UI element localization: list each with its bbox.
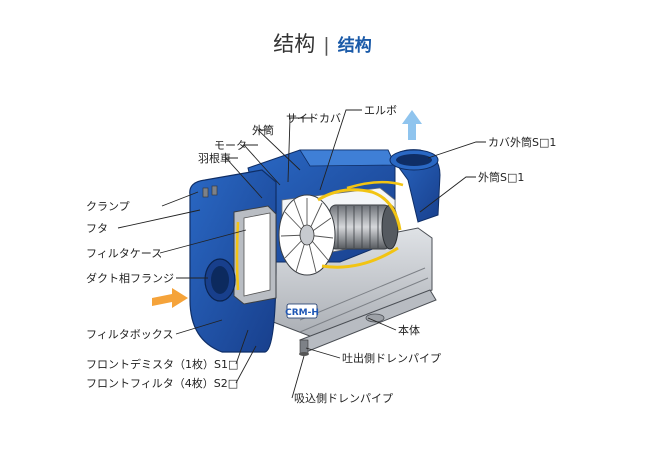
- page-title: 结构 | 结构: [0, 28, 645, 58]
- title-separator: |: [323, 34, 330, 56]
- label-outer-tube: 外筒: [252, 123, 274, 137]
- title-sub: 结构: [337, 36, 372, 56]
- label-motor: モータ: [214, 139, 247, 152]
- exhaust-arrow-icon: [402, 110, 422, 140]
- label-impeller: 羽根車: [198, 151, 231, 165]
- brand-text: CRM-H: [285, 308, 319, 318]
- label-outer-tube-s1: 外筒S□1: [478, 170, 524, 184]
- intake-arrow-icon: [152, 288, 188, 308]
- label-suction-drain: 吸込側ドレンパイプ: [294, 392, 393, 405]
- label-body: 本体: [398, 323, 420, 337]
- label-cover-outer-tube: カバ外筒S□1: [488, 135, 556, 149]
- label-side-cover: サイドカバ: [286, 112, 341, 125]
- label-clamp: クランプ: [86, 200, 130, 213]
- label-duct-flange: ダクト相フランジ: [86, 271, 174, 285]
- motor-shape: [329, 204, 399, 250]
- brand-badge: CRM-H: [285, 303, 319, 319]
- label-filter-box: フィルタボックス: [86, 328, 173, 341]
- elbow-shape: [389, 149, 441, 223]
- label-front-demister: フロントデミスタ（1枚）S1□: [86, 357, 238, 371]
- label-discharge-drain: 吐出側ドレンパイプ: [342, 351, 441, 365]
- label-elbow: エルボ: [364, 104, 397, 117]
- label-lid: フタ: [86, 222, 108, 235]
- leader-lines: [117, 109, 486, 399]
- impeller-shape: [278, 180, 404, 276]
- label-filter-case: フィルタケース: [86, 247, 162, 260]
- label-front-filter: フロントフィルタ（4枚）S2□: [86, 376, 238, 390]
- title-main: 结构: [273, 32, 316, 56]
